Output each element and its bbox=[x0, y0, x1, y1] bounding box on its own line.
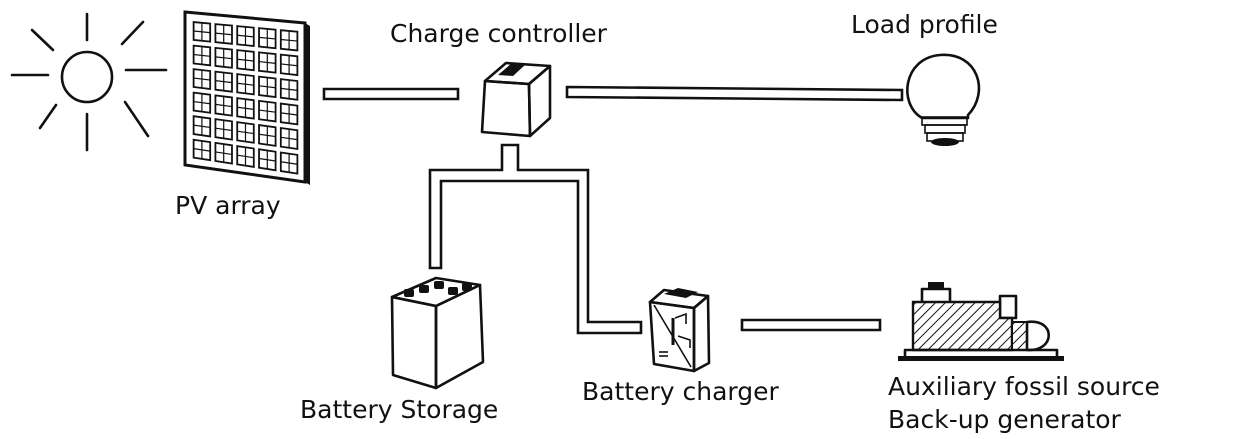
charge-controller-label: Charge controller bbox=[390, 19, 607, 48]
pv-cell-divider bbox=[280, 112, 298, 116]
pv-cell-divider bbox=[193, 124, 211, 129]
pv-cell-divider bbox=[237, 82, 254, 86]
pv-to-controller-line bbox=[322, 87, 460, 101]
controller-to-load-line bbox=[565, 85, 904, 102]
light-bulb-icon bbox=[906, 53, 981, 146]
pv-cell-divider bbox=[215, 127, 233, 132]
pv-cell-divider bbox=[237, 130, 254, 135]
pv-cell-divider bbox=[258, 60, 276, 64]
pv-cell-divider bbox=[258, 157, 276, 162]
pv-cell-divider bbox=[237, 58, 254, 62]
pv-cell-divider bbox=[237, 154, 254, 159]
backup-generator-label: Back-up generator bbox=[888, 405, 1121, 434]
pv-cell-divider bbox=[237, 106, 254, 110]
battery-charger-icon bbox=[648, 288, 711, 373]
pv-array-label: PV array bbox=[175, 191, 281, 220]
battery-charger-label: Battery charger bbox=[582, 377, 779, 406]
pv-cell-divider bbox=[193, 148, 211, 152]
pv-cell-divider bbox=[280, 161, 298, 165]
pv-panel-icon bbox=[183, 10, 310, 185]
battery-storage-label: Battery Storage bbox=[300, 395, 499, 424]
charge-controller-icon bbox=[480, 61, 552, 138]
aux-fossil-source-label: Auxiliary fossil source bbox=[888, 372, 1160, 401]
pv-cell-divider bbox=[215, 32, 233, 36]
pv-cell-divider bbox=[280, 136, 298, 141]
charger-to-generator-line bbox=[740, 318, 882, 332]
load-profile-label: Load profile bbox=[851, 10, 998, 39]
pv-cell-divider bbox=[258, 85, 276, 89]
pv-cell-divider bbox=[193, 77, 211, 81]
pv-cell-divider bbox=[280, 63, 298, 67]
pv-cell-divider bbox=[280, 38, 298, 42]
pv-cell-divider bbox=[193, 53, 211, 57]
pv-cell-divider bbox=[258, 133, 276, 138]
pv-cell-divider bbox=[193, 30, 211, 34]
pv-cell-divider bbox=[258, 109, 276, 113]
pv-cell-divider bbox=[215, 80, 233, 84]
pv-cell-divider bbox=[215, 56, 233, 60]
sun-icon bbox=[10, 12, 168, 152]
pv-cell-divider bbox=[280, 87, 298, 91]
pv-cell-divider bbox=[215, 103, 233, 108]
connection-lines bbox=[322, 85, 904, 335]
pv-cell-divider bbox=[258, 36, 276, 40]
pv-cell-divider bbox=[237, 34, 254, 38]
pv-cell-divider bbox=[215, 151, 233, 156]
pv-cell-divider bbox=[193, 100, 211, 105]
controller-branch-pipe bbox=[428, 143, 643, 335]
battery-icon bbox=[390, 276, 485, 390]
generator-icon bbox=[898, 282, 1064, 361]
